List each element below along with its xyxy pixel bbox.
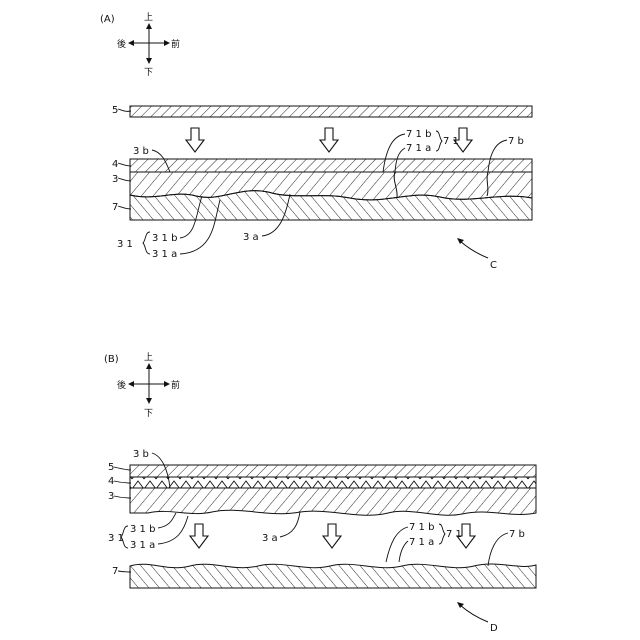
- ref-layer-7: 7: [112, 566, 118, 577]
- ref-7b: 7 b: [508, 136, 524, 147]
- ref-layer-3: 3: [108, 491, 114, 502]
- ref-71b: 7 1 b: [409, 522, 434, 533]
- panel-b: (B) 上 下 後 前 5 4 3: [104, 352, 536, 634]
- layer-5-b: [130, 465, 536, 477]
- down-arrow-icon: [186, 128, 204, 152]
- ref-71: 7 1: [446, 529, 462, 540]
- ref-31b: 3 1 b: [152, 233, 177, 244]
- leader-line: [118, 163, 131, 166]
- compass-front-label: 前: [171, 379, 180, 391]
- panel-b-label: (B): [104, 354, 119, 365]
- compass-down-label: 下: [144, 68, 153, 78]
- ref-3a: 3 a: [243, 232, 259, 243]
- leader-line: [488, 533, 508, 566]
- layer-4-b: [130, 477, 536, 488]
- ref-31: 3 1: [117, 239, 133, 250]
- ref-31b: 3 1 b: [130, 524, 155, 535]
- ref-layer-7: 7: [112, 202, 118, 213]
- ref-layer-3: 3: [112, 174, 118, 185]
- ref-71a: 7 1 a: [406, 143, 431, 154]
- ref-31a: 3 1 a: [152, 249, 177, 260]
- arrowhead-down-icon: [146, 398, 152, 404]
- arrowhead-up-icon: [146, 23, 152, 29]
- panel-a: (A) 上 下 後 前 5 4: [100, 12, 532, 271]
- view-arrow-d: [460, 605, 488, 622]
- direction-compass-b: 上 下 後 前: [117, 352, 180, 419]
- leader-line: [114, 481, 131, 483]
- down-arrow-icon: [190, 524, 208, 548]
- layer-4-a: [130, 159, 532, 172]
- compass-back-label: 後: [117, 379, 126, 391]
- ref-3b: 3 b: [133, 449, 149, 460]
- compass-down-label: 下: [144, 409, 153, 419]
- ref-view-c: C: [490, 260, 497, 271]
- compass-back-label: 後: [117, 38, 126, 50]
- arrowhead-left-icon: [128, 40, 134, 46]
- arrowhead-right-icon: [164, 40, 170, 46]
- ref-31a: 3 1 a: [130, 540, 155, 551]
- ref-3b: 3 b: [133, 146, 149, 157]
- arrowhead-down-icon: [146, 58, 152, 64]
- ref-3a: 3 a: [262, 533, 278, 544]
- group-brace: [436, 131, 442, 151]
- group-brace: [143, 232, 150, 254]
- arrowhead-up-icon: [146, 363, 152, 369]
- ref-layer-5: 5: [108, 462, 114, 473]
- layer-5-a: [130, 106, 532, 117]
- compass-up-label: 上: [144, 12, 153, 23]
- ref-7b: 7 b: [509, 529, 525, 540]
- arrowhead-left-icon: [128, 381, 134, 387]
- leader-line: [118, 109, 131, 111]
- arrowhead-right-icon: [164, 381, 170, 387]
- down-arrow-icon: [320, 128, 338, 152]
- ref-layer-5: 5: [112, 105, 118, 116]
- leader-line: [280, 512, 300, 537]
- leader-line: [118, 571, 131, 572]
- ref-71: 7 1: [443, 136, 459, 147]
- panel-a-label: (A): [100, 14, 115, 25]
- ref-view-d: D: [490, 623, 498, 634]
- layer-7-b: [130, 564, 536, 588]
- layer-3-b: [130, 488, 536, 515]
- leader-line: [118, 178, 131, 181]
- view-arrow-c: [460, 241, 488, 258]
- leader-line: [158, 516, 188, 544]
- leader-line: [158, 513, 176, 528]
- leader-line: [114, 496, 131, 498]
- direction-compass-a: 上 下 後 前: [117, 12, 180, 78]
- ref-71b: 7 1 b: [406, 129, 431, 140]
- leader-line: [118, 206, 131, 209]
- ref-layer-4: 4: [112, 159, 118, 170]
- leader-line: [399, 541, 408, 562]
- ref-layer-4: 4: [108, 476, 114, 487]
- ref-71a: 7 1 a: [409, 537, 434, 548]
- group-brace: [439, 524, 445, 544]
- compass-up-label: 上: [144, 352, 153, 363]
- leader-line: [114, 467, 131, 470]
- down-arrow-icon: [323, 524, 341, 548]
- compass-front-label: 前: [171, 38, 180, 50]
